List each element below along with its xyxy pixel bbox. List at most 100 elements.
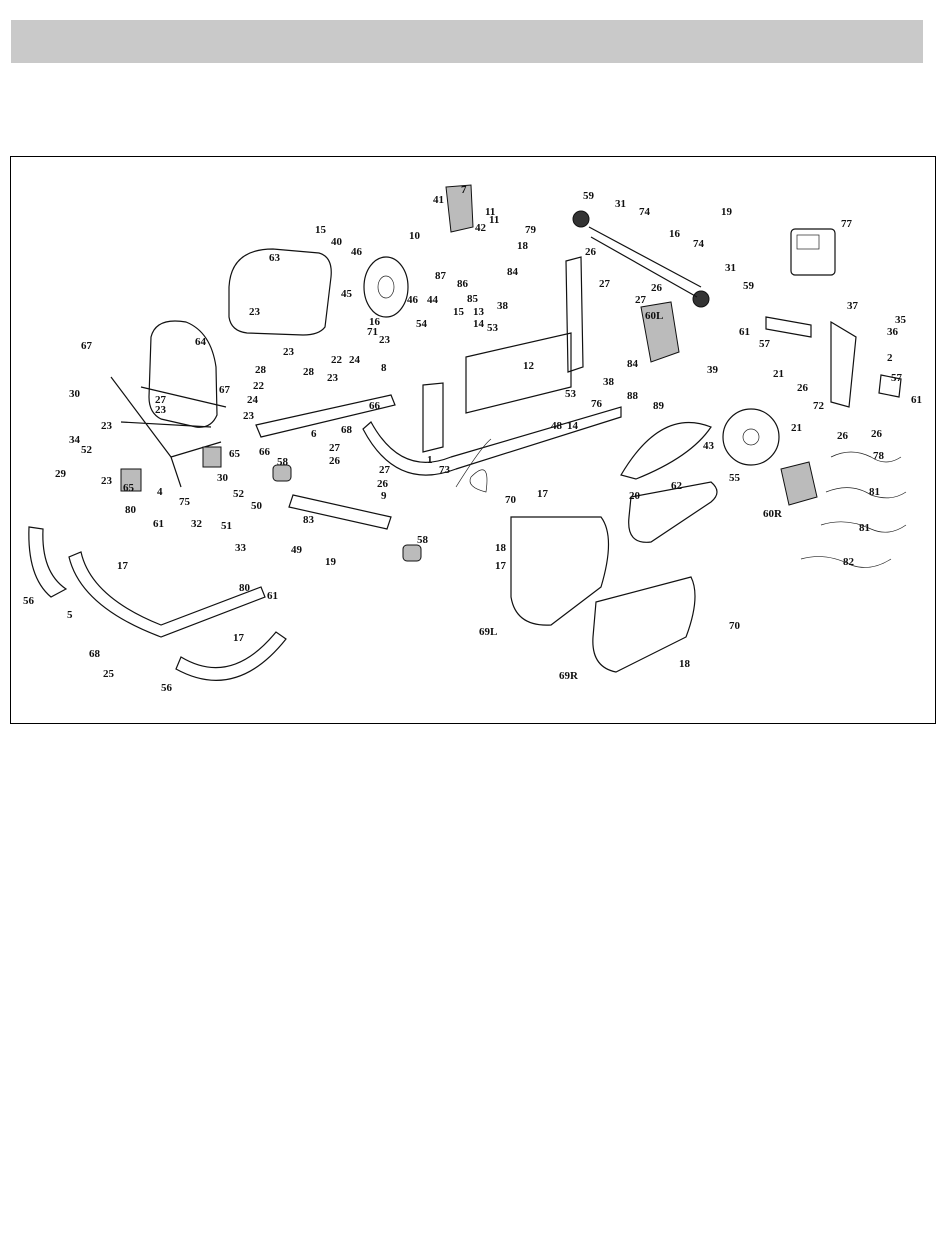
- part-label: 24: [349, 354, 361, 366]
- part-label: 25: [103, 668, 115, 680]
- part-label: 26: [651, 282, 663, 294]
- frame-plate: [465, 332, 572, 414]
- part-label: 26: [585, 246, 597, 258]
- part-label: 65: [229, 448, 241, 460]
- part-label: 55: [729, 472, 741, 484]
- part-label: 51: [221, 520, 232, 532]
- part-label: 27: [599, 278, 611, 290]
- part-label: 17: [117, 560, 129, 572]
- part-label: 81: [869, 486, 880, 498]
- part-label: 68: [89, 648, 101, 660]
- part-label: 57: [891, 372, 903, 384]
- handlebar-post: [830, 320, 857, 408]
- part-label: 61: [739, 326, 750, 338]
- wheel-59-right: [692, 290, 710, 308]
- part-label: 23: [379, 334, 391, 346]
- part-label: 83: [303, 514, 315, 526]
- seat-bracket-block-left: [120, 468, 142, 492]
- diagram-drawing: 7411111421015404663458786858438593174161…: [23, 184, 922, 694]
- part-label: 37: [847, 300, 859, 312]
- part-label: 38: [603, 376, 615, 388]
- part-label: 28: [303, 366, 315, 378]
- part-label: 21: [773, 368, 784, 380]
- part-label: 26: [797, 382, 809, 394]
- sensor-wire-d: [800, 556, 892, 568]
- part-label: 23: [155, 404, 167, 416]
- part-label: 12: [523, 360, 535, 372]
- part-label: 27: [329, 442, 341, 454]
- part-label: 35: [895, 314, 907, 326]
- part-label: 77: [841, 218, 853, 230]
- part-label: 78: [873, 450, 885, 462]
- part-label: 84: [507, 266, 519, 278]
- part-label: 70: [729, 620, 741, 632]
- part-label: 75: [179, 496, 191, 508]
- part-label: 14: [473, 318, 485, 330]
- part-label: 16: [669, 228, 681, 240]
- part-label: 61: [153, 518, 164, 530]
- part-label: 76: [591, 398, 603, 410]
- part-label: 23: [101, 475, 113, 487]
- part-label: 40: [331, 236, 343, 248]
- part-label: 80: [125, 504, 137, 516]
- part-label: 68: [341, 424, 353, 436]
- part-label: 9: [381, 490, 387, 502]
- upright-post: [565, 256, 584, 373]
- part-label: 31: [725, 262, 736, 274]
- part-label: 80: [239, 582, 251, 594]
- part-label: 74: [639, 206, 651, 218]
- end-cap-right: [175, 631, 287, 681]
- part-label: 60L: [645, 310, 663, 322]
- part-label: 69R: [559, 670, 579, 682]
- part-label: 23: [243, 410, 255, 422]
- part-label: 50: [251, 500, 263, 512]
- part-label: 48: [551, 420, 563, 432]
- part-label: 7: [461, 184, 467, 196]
- tension-cable: [455, 438, 492, 493]
- part-label: 6: [311, 428, 317, 440]
- part-label: 86: [457, 278, 469, 290]
- part-label: 8: [381, 362, 387, 374]
- part-label: 11: [489, 214, 499, 226]
- part-label: 20: [629, 490, 641, 502]
- handlebar-bar: [765, 316, 902, 398]
- part-label: 74: [693, 238, 705, 250]
- sensor-wire-b: [825, 487, 907, 499]
- part-label: 23: [101, 420, 113, 432]
- part-label: 42: [475, 222, 487, 234]
- part-label: 23: [283, 346, 295, 358]
- part-label: 41: [433, 194, 444, 206]
- part-label: 44: [427, 294, 439, 306]
- console: [790, 228, 836, 276]
- part-label: 34: [69, 434, 81, 446]
- part-label: 19: [721, 206, 733, 218]
- part-label: 52: [81, 444, 93, 456]
- shroud-left: [510, 516, 610, 626]
- part-label: 43: [703, 440, 715, 452]
- part-label: 64: [195, 336, 207, 348]
- part-label: 65: [123, 482, 135, 494]
- part-label: 63: [269, 252, 281, 264]
- part-label: 85: [467, 293, 479, 305]
- part-label: 1: [427, 454, 433, 466]
- crank-tube: [588, 226, 702, 298]
- part-label: 10: [409, 230, 421, 242]
- part-label: 16: [369, 316, 381, 328]
- part-label: 21: [791, 422, 802, 434]
- part-label: 22: [331, 354, 343, 366]
- part-label: 81: [859, 522, 870, 534]
- rear-stabilizer: [68, 551, 266, 638]
- part-label: 15: [453, 306, 465, 318]
- part-label: 29: [55, 468, 67, 480]
- sensor-wire-c: [820, 521, 907, 533]
- stabilizer-cap-left: [272, 464, 292, 482]
- part-label: 49: [291, 544, 303, 556]
- part-label: 26: [329, 455, 341, 467]
- part-label: 18: [495, 542, 507, 554]
- part-label: 66: [259, 446, 271, 458]
- part-label: 15: [315, 224, 327, 236]
- part-label: 23: [249, 306, 261, 318]
- part-label: 19: [325, 556, 337, 568]
- main-frame-post: [422, 382, 444, 453]
